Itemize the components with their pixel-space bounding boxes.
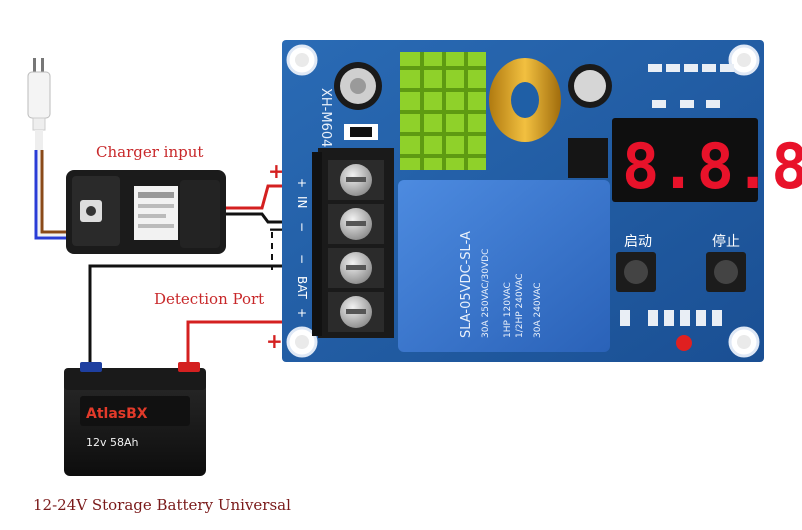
battery-caption: 12-24V Storage Battery Universal bbox=[33, 496, 291, 514]
battery-positive-wire bbox=[186, 320, 318, 368]
stop-button[interactable] bbox=[706, 252, 746, 292]
control-board: XH-M604 bbox=[282, 40, 802, 362]
battery-capacity: 12v 58Ah bbox=[86, 436, 139, 449]
charger-unit bbox=[66, 170, 226, 254]
plus-sign-in: + bbox=[268, 159, 285, 183]
stop-button-label: 停止 bbox=[712, 233, 740, 250]
battery-positive-terminal bbox=[178, 362, 200, 372]
term-label-bat-plus: + bbox=[295, 308, 309, 318]
terminal-bat-plus[interactable] bbox=[328, 292, 384, 332]
term-label-in: IN bbox=[295, 196, 309, 209]
display-readout: 8.8.8. bbox=[622, 130, 802, 203]
battery-negative-terminal bbox=[80, 362, 102, 372]
terminal-in-minus[interactable] bbox=[328, 204, 384, 244]
relay-rating-1: 30A 250VAC/30VDC bbox=[481, 249, 491, 338]
term-label-bat: BAT bbox=[295, 276, 309, 300]
charger-input-label: Charger input bbox=[96, 143, 204, 161]
seven-segment-display: 8.8.8. bbox=[612, 118, 802, 203]
status-led bbox=[676, 335, 692, 351]
detection-port-label: Detection Port bbox=[154, 290, 265, 308]
relay: SLA-05VDC-SL-A 30A 250VAC/30VDC 1HP 120V… bbox=[398, 180, 610, 352]
relay-model: SLA-05VDC-SL-A bbox=[459, 231, 474, 338]
relay-rating-2: 1HP 120VAC bbox=[503, 282, 513, 338]
terminal-in-plus[interactable] bbox=[328, 160, 384, 200]
mains-wires bbox=[34, 150, 66, 240]
term-label-in-minus: − bbox=[295, 222, 309, 232]
plus-sign-bat: + bbox=[266, 329, 283, 353]
battery-negative-wire bbox=[88, 264, 318, 368]
term-label-in-plus: + bbox=[295, 178, 309, 188]
battery-brand: AtlasBX bbox=[86, 406, 148, 422]
inductor-coil bbox=[489, 58, 561, 142]
start-button[interactable] bbox=[616, 252, 656, 292]
board-model-label: XH-M604 bbox=[318, 88, 333, 147]
terminal-bat-minus[interactable] bbox=[328, 248, 384, 288]
start-button-label: 启动 bbox=[624, 234, 652, 250]
storage-battery: AtlasBX 12v 58Ah bbox=[64, 362, 206, 476]
terminal-block bbox=[312, 148, 394, 338]
power-plug bbox=[27, 58, 51, 150]
term-label-bat-minus: − bbox=[295, 254, 309, 264]
minus-sign-in: − bbox=[268, 217, 285, 241]
relay-rating-4: 30A 240VAC bbox=[533, 282, 543, 338]
heatsink bbox=[400, 52, 486, 170]
relay-rating-3: 1/2HP 240VAC bbox=[515, 273, 525, 338]
